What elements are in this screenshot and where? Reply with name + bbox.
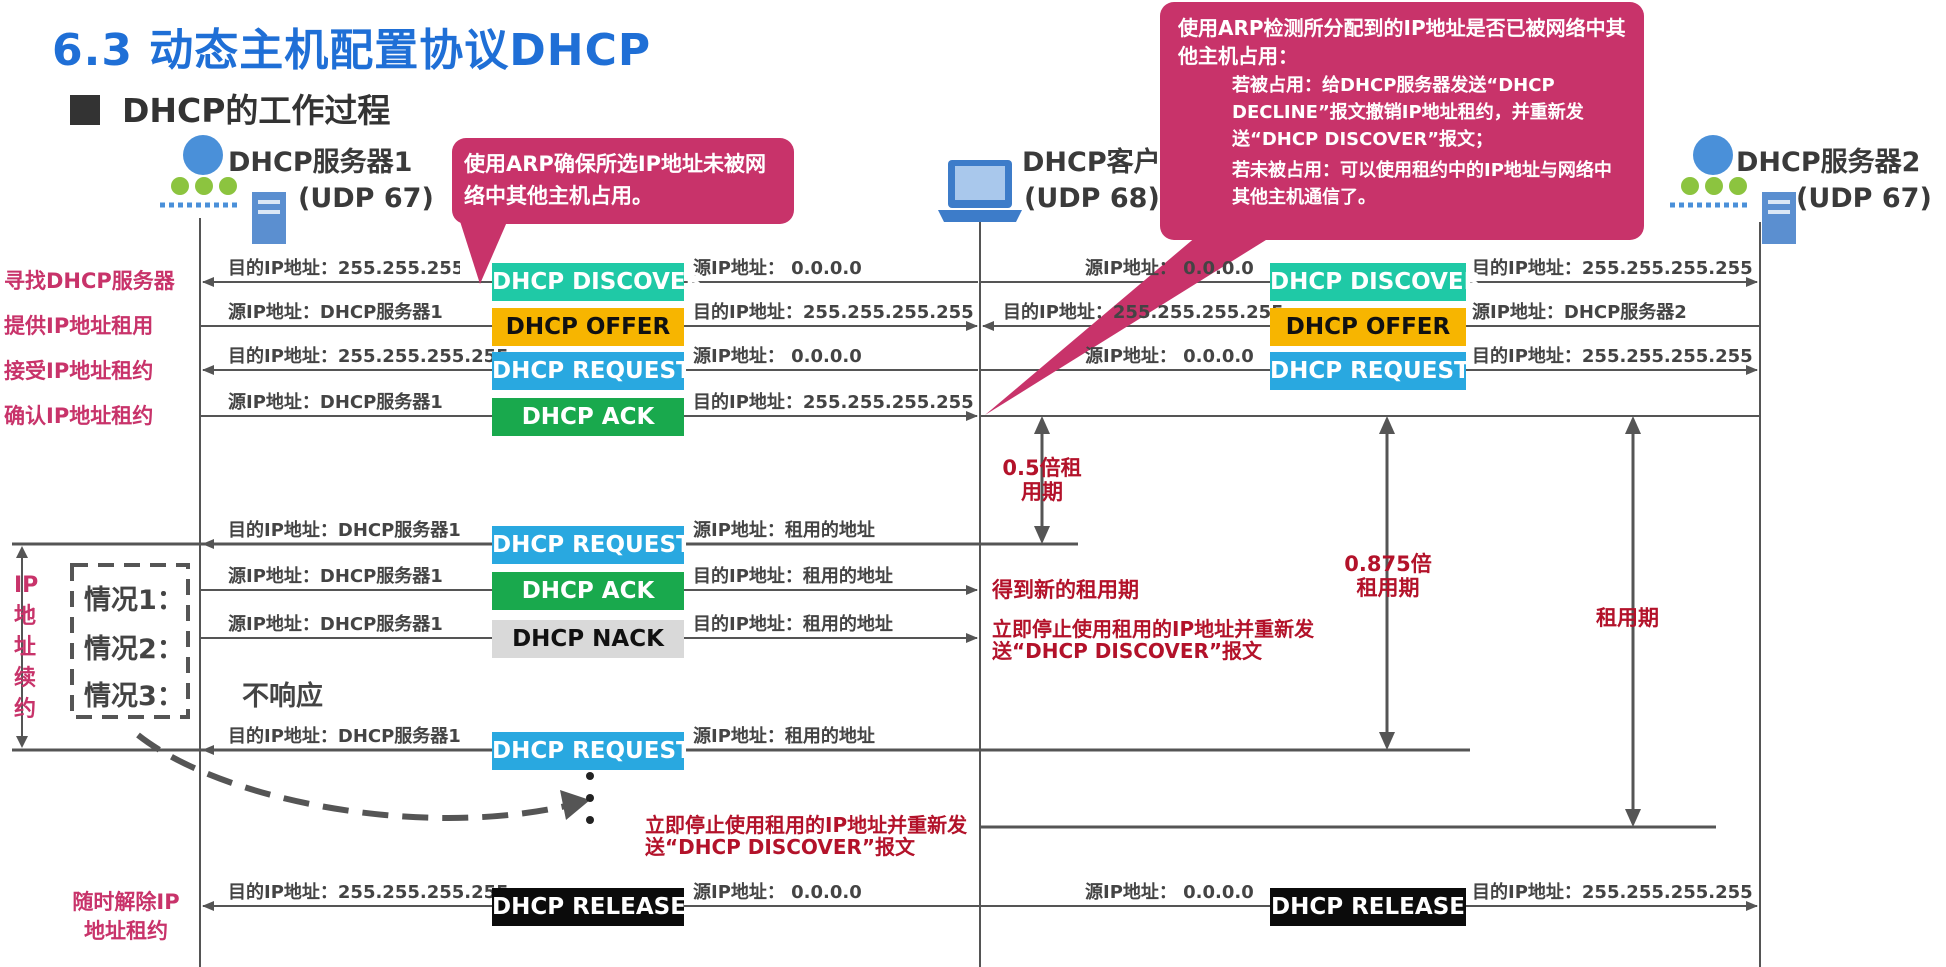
msg-dhcp-offer-s2: DHCP OFFER <box>1270 308 1466 346</box>
msg-dhcp-ack: DHCP ACK <box>492 398 684 436</box>
addr-label: 源IP地址：DHCP服务器1 <box>228 392 443 413</box>
new-lease-annotation: 得到新的租用期 <box>992 578 1139 602</box>
step-release-lease: 随时解除IP地址租约 <box>72 890 180 943</box>
addr-label: 目的IP地址：255.255.255.255 <box>228 258 460 279</box>
addr-label: 源IP地址： 0.0.0.0 <box>1085 882 1254 903</box>
client-port: (UDP 68) <box>1024 183 1160 214</box>
subtitle-text: DHCP的工作过程 <box>122 91 391 130</box>
step-find-server: 寻找DHCP服务器 <box>4 269 175 293</box>
server-icon <box>1670 135 1796 244</box>
case-3: 情况3： <box>84 681 184 712</box>
addr-label: 目的IP地址：租用的地址 <box>693 614 893 635</box>
step-confirm-lease: 确认IP地址租约 <box>4 404 154 428</box>
step-accept-lease: 接受IP地址租约 <box>4 359 154 383</box>
addr-label: 源IP地址： 0.0.0.0 <box>693 346 862 367</box>
half-lease-annotation: 0.5倍租用期 <box>1002 456 1082 504</box>
callout-arp-if-free: 若未被占用：可以使用租约中的IP地址与网络中其他主机通信了。 <box>1232 160 1612 208</box>
addr-label: 源IP地址： 0.0.0.0 <box>1085 258 1254 279</box>
server1-name: DHCP服务器1 <box>228 147 413 178</box>
msg-dhcp-request: DHCP REQUEST <box>492 352 692 390</box>
case-1: 情况1： <box>84 585 184 616</box>
addr-label: 目的IP地址：255.255.255.255 <box>228 346 509 367</box>
msg-dhcp-release: DHCP RELEASE <box>492 888 686 926</box>
section-subtitle: DHCP的工作过程 <box>70 84 390 132</box>
msg-dhcp-request-rebind: DHCP REQUEST <box>492 732 692 770</box>
case-2: 情况2： <box>84 634 184 665</box>
msg-dhcp-nack: DHCP NACK <box>492 620 684 658</box>
msg-dhcp-discover-s2: DHCP DISCOVER <box>1270 263 1481 301</box>
addr-label: 源IP地址： 0.0.0.0 <box>1085 346 1254 367</box>
addr-label: 源IP地址：DHCP服务器1 <box>228 614 443 635</box>
msg-dhcp-release-s2: DHCP RELEASE <box>1270 888 1466 926</box>
msg-dhcp-request-s2: DHCP REQUEST <box>1270 352 1470 390</box>
callout-arp-ensure: 使用ARP确保所选IP地址未被网络中其他主机占用。 <box>452 138 794 224</box>
server1-port: (UDP 67) <box>298 183 434 214</box>
server-icon <box>160 135 286 244</box>
msg-dhcp-request-renew: DHCP REQUEST <box>492 526 692 564</box>
addr-label: 目的IP地址：255.255.255.255 <box>693 302 974 323</box>
addr-label: 源IP地址：租用的地址 <box>693 520 875 541</box>
addr-label: 目的IP地址：255.255.255.255 <box>1472 346 1753 367</box>
addr-label: 目的IP地址：DHCP服务器1 <box>228 520 461 541</box>
renewal-label: IP地址续约 <box>14 573 39 722</box>
page-title: 6.3 动态主机配置协议DHCP <box>52 25 652 76</box>
addr-label: 源IP地址： 0.0.0.0 <box>693 258 862 279</box>
addr-label: 源IP地址： 0.0.0.0 <box>693 882 862 903</box>
addr-label: 源IP地址：DHCP服务器1 <box>228 302 443 323</box>
step-offer-lease: 提供IP地址租用 <box>4 314 154 338</box>
addr-label: 目的IP地址：DHCP服务器1 <box>228 726 461 747</box>
addr-label: 目的IP地址：255.255.255.255 <box>1472 882 1753 903</box>
stop-rediscover-annotation-1: 立即停止使用租用的IP地址并重新发送“DHCP DISCOVER”报文 <box>992 617 1315 663</box>
callout-arp-if-used: 若被占用：给DHCP服务器发送“DHCP DECLINE”报文撤销IP地址租约，… <box>1232 75 1584 150</box>
callout-arp-check: 使用ARP检测所分配到的IP地址是否已被网络中其他主机占用： 若被占用：给DHC… <box>1160 2 1644 240</box>
server2-port: (UDP 67) <box>1796 183 1932 214</box>
lease-period-annotation: 租用期 <box>1596 606 1659 630</box>
callout-arp-check-title: 使用ARP检测所分配到的IP地址是否已被网络中其他主机占用： <box>1178 16 1626 68</box>
addr-label: 目的IP地址：255.255.255.255 <box>228 882 509 903</box>
addr-label: 目的IP地址：255.255.255.255 <box>1003 302 1284 323</box>
addr-label: 源IP地址：DHCP服务器2 <box>1472 302 1687 323</box>
laptop-icon <box>938 160 1022 222</box>
addr-label: 源IP地址：租用的地址 <box>693 726 875 747</box>
addr-label: 源IP地址：DHCP服务器1 <box>228 566 443 587</box>
msg-dhcp-offer: DHCP OFFER <box>492 308 684 346</box>
msg-dhcp-discover: DHCP DISCOVER <box>492 263 703 301</box>
addr-label: 目的IP地址：255.255.255.255 <box>693 392 974 413</box>
server2-name: DHCP服务器2 <box>1736 147 1921 178</box>
stop-rediscover-annotation-2: 立即停止使用租用的IP地址并重新发送“DHCP DISCOVER”报文 <box>645 813 968 859</box>
msg-dhcp-ack-renew: DHCP ACK <box>492 572 684 610</box>
addr-label: 目的IP地址：255.255.255.255 <box>1472 258 1753 279</box>
addr-label: 目的IP地址：租用的地址 <box>693 566 893 587</box>
bullet-square-icon <box>70 94 100 125</box>
client-name: DHCP客户 <box>1022 147 1161 178</box>
seven-eighths-lease-annotation: 0.875倍租用期 <box>1344 552 1432 600</box>
no-response-text: 不响应 <box>242 681 323 712</box>
